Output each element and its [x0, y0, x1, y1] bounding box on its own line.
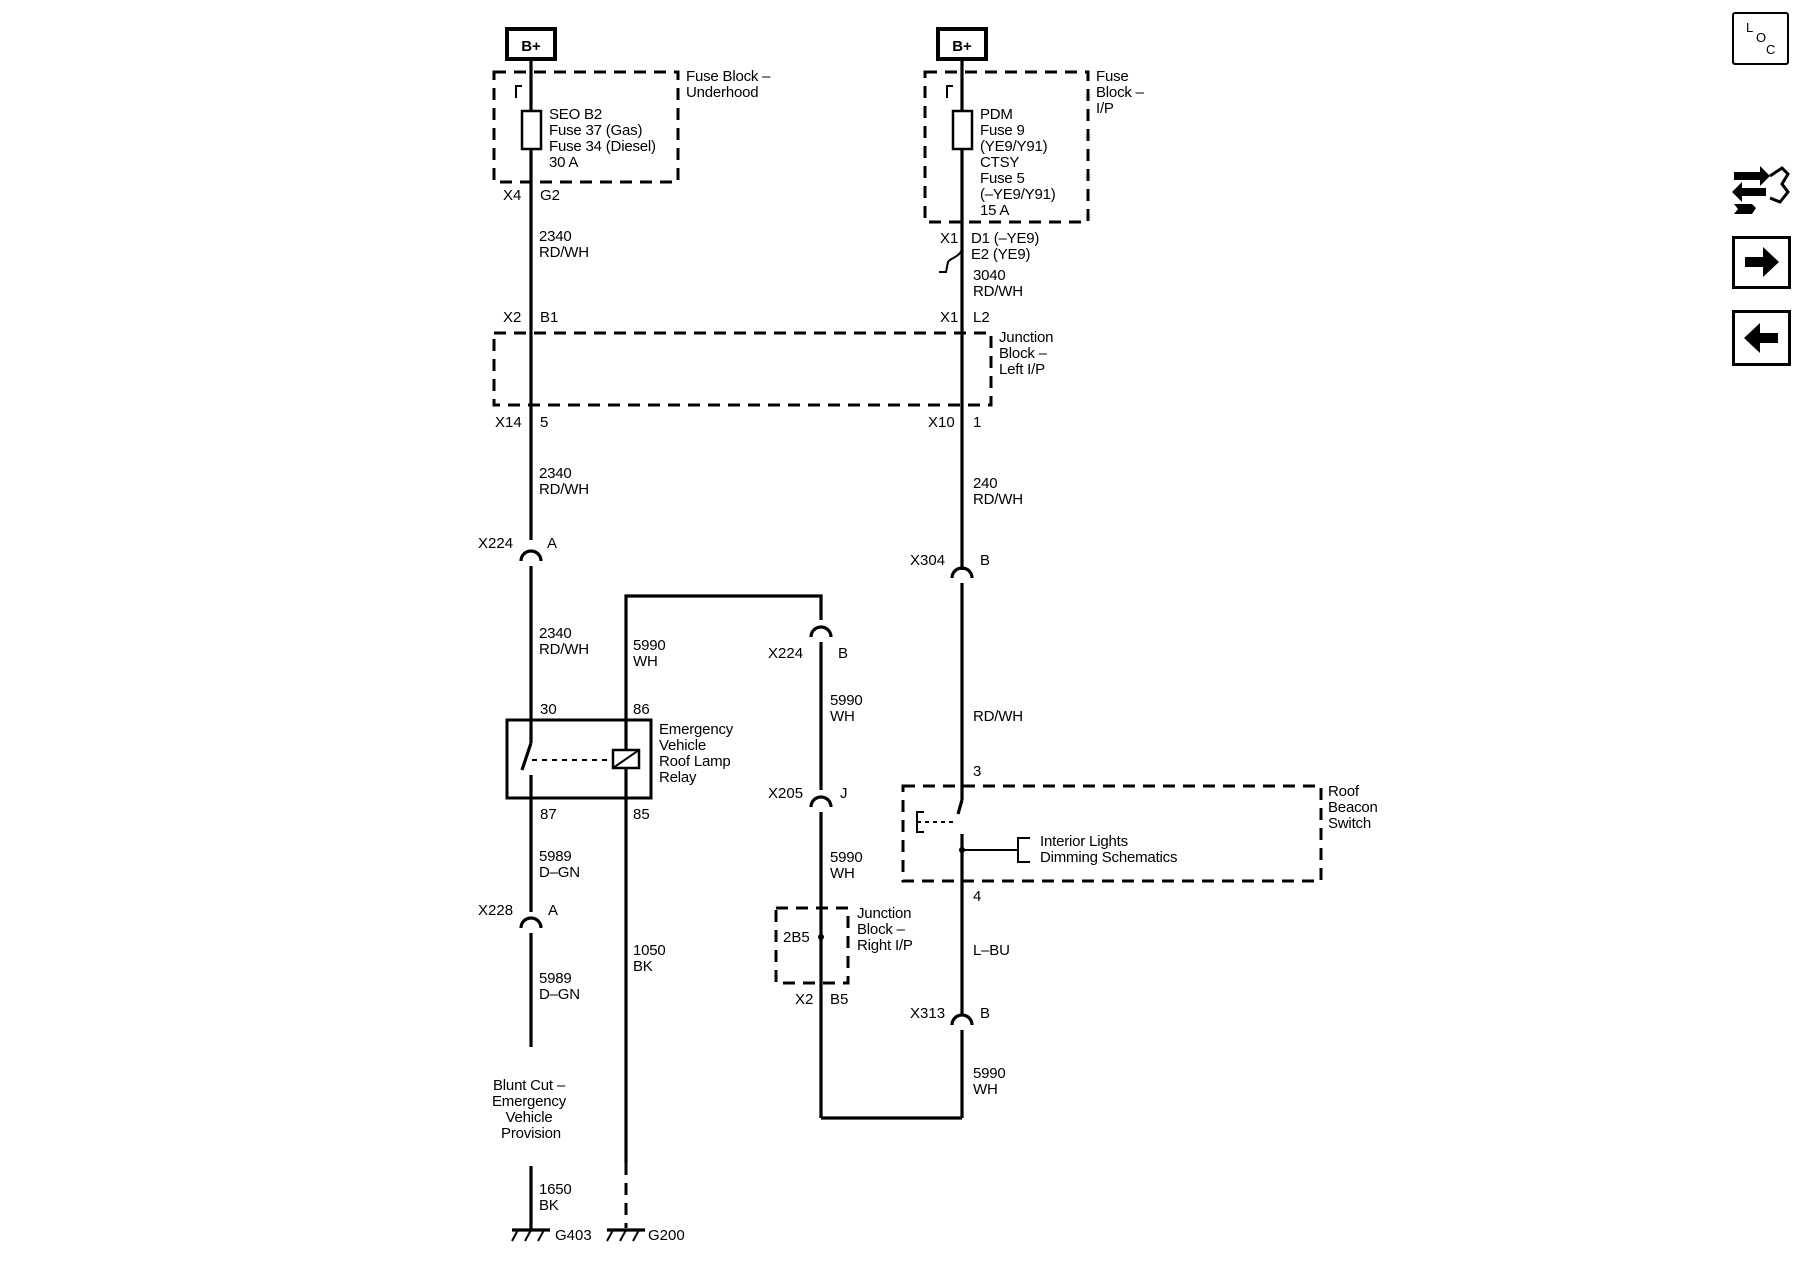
connector-x313-b	[950, 1013, 974, 1118]
connector-x228-a	[519, 916, 543, 1047]
battery-positive-left-label: B+	[521, 38, 541, 55]
junction-block-right-ip-label: Junction Block – Right I/P	[857, 905, 915, 954]
connector-x224-a-label: X224 A	[478, 535, 557, 552]
wire-label-w9: 5989 D–GN	[539, 848, 580, 881]
wire-label-w3: 2340 RD/WH	[539, 465, 589, 498]
wire-label-w8: RD/WH	[973, 708, 1023, 725]
fuse-left-text: SEO B2 Fuse 37 (Gas) Fuse 34 (Diesel) 30…	[549, 106, 660, 171]
ground-g200	[606, 1228, 645, 1242]
battery-positive-right: B+	[936, 27, 988, 61]
fuse-block-underhood	[492, 70, 680, 184]
fuse-block-ip	[923, 70, 1090, 224]
switch-pin-4: 4	[973, 888, 981, 905]
switch-reference: Interior Lights Dimming Schematics	[1040, 833, 1177, 866]
wire-5990-loop	[624, 594, 823, 720]
roof-beacon-switch-label: Roof Beacon Switch	[1328, 783, 1382, 832]
wire-label-w4: 240 RD/WH	[973, 475, 1023, 508]
relay-pin-30: 30	[540, 701, 557, 718]
fuse-right-connector: X1	[940, 230, 958, 247]
wire-label-w14: 5990 WH	[973, 1065, 1010, 1098]
junction-block-left-ip	[492, 331, 993, 407]
ground-g403-label: G403	[555, 1227, 592, 1244]
connector-x224-b-label: X224 B	[768, 645, 848, 662]
battery-positive-left: B+	[505, 27, 557, 61]
relay-pin-86: 86	[633, 701, 650, 718]
wire-label-w13: L–BU	[973, 942, 1010, 959]
fuse-right-text: PDM Fuse 9 (YE9/Y91) CTSY Fuse 5 (–YE9/Y…	[980, 106, 1060, 219]
connector-wrench-icon[interactable]	[1730, 158, 1792, 220]
wire-label-w12: 1050 BK	[633, 942, 670, 975]
fuse-left-connector: X4	[503, 187, 521, 204]
junction-left-top-right: X1 L2	[940, 309, 990, 326]
wire-label-w11: 5989 D–GN	[539, 970, 580, 1003]
ground-g403	[511, 1228, 550, 1242]
fuse-right-pins: D1 (–YE9) E2 (YE9)	[971, 230, 1043, 263]
ground-g200-label: G200	[648, 1227, 685, 1244]
wire-label-w6: 5990 WH	[633, 637, 670, 670]
fuse-block-underhood-label: Fuse Block – Underhood	[686, 68, 774, 101]
loc-letter-l: L	[1746, 20, 1753, 35]
junction-right-pins: X2 B5	[795, 991, 848, 1008]
fuse-left-pin: G2	[540, 187, 560, 204]
fuse-block-ip-label: Fuse Block – I/P	[1096, 68, 1148, 117]
roof-beacon-switch	[901, 784, 1323, 883]
junction-left-bottom-left: X14 5	[495, 414, 548, 431]
connector-x304-b	[950, 566, 974, 787]
fuse-element-left	[520, 109, 543, 151]
battery-positive-right-label: B+	[952, 38, 972, 55]
connector-x228-a-label: X228 A	[478, 902, 558, 919]
connector-x205-j	[809, 795, 833, 1118]
connector-x224-b	[809, 625, 833, 790]
connector-x304-b-label: X304 B	[910, 552, 990, 569]
relay-name: Emergency Vehicle Roof Lamp Relay	[659, 721, 737, 786]
relay-pin-85: 85	[633, 806, 650, 823]
connector-x224-a	[519, 549, 543, 720]
junction-left-top-left: X2 B1	[503, 309, 558, 326]
loc-letter-o: O	[1756, 30, 1766, 45]
connector-x313-b-label: X313 B	[910, 1005, 990, 1022]
wire-label-w15: 1650 BK	[539, 1181, 576, 1214]
blunt-cut-provision: Blunt Cut – Emergency Vehicle Provision	[492, 1077, 570, 1142]
relay-pin-87: 87	[540, 806, 557, 823]
fuse-element-right	[951, 109, 974, 151]
junction-left-bottom-right: X10 1	[928, 414, 981, 431]
junction-right-inner: 2B5	[783, 929, 810, 946]
wire-label-w10: 5990 WH	[830, 849, 867, 882]
wire-label-w7: 5990 WH	[830, 692, 867, 725]
loc-button[interactable]: L O C	[1732, 12, 1789, 65]
arrow-right-icon	[1745, 247, 1779, 277]
arrow-left-icon	[1744, 323, 1778, 353]
prev-page-button[interactable]	[1732, 310, 1791, 366]
wire-label-w1: 2340 RD/WH	[539, 228, 589, 261]
loc-letter-c: C	[1766, 42, 1775, 57]
junction-block-right-ip	[774, 906, 850, 985]
connector-x205-j-label: X205 J	[768, 785, 848, 802]
wire-label-w2: 3040 RD/WH	[973, 267, 1023, 300]
junction-block-left-ip-label: Junction Block – Left I/P	[999, 329, 1057, 378]
next-page-button[interactable]	[1732, 236, 1791, 289]
switch-pin-3: 3	[973, 763, 981, 780]
wire-label-w5: 2340 RD/WH	[539, 625, 589, 658]
option-break-symbol	[939, 249, 963, 273]
